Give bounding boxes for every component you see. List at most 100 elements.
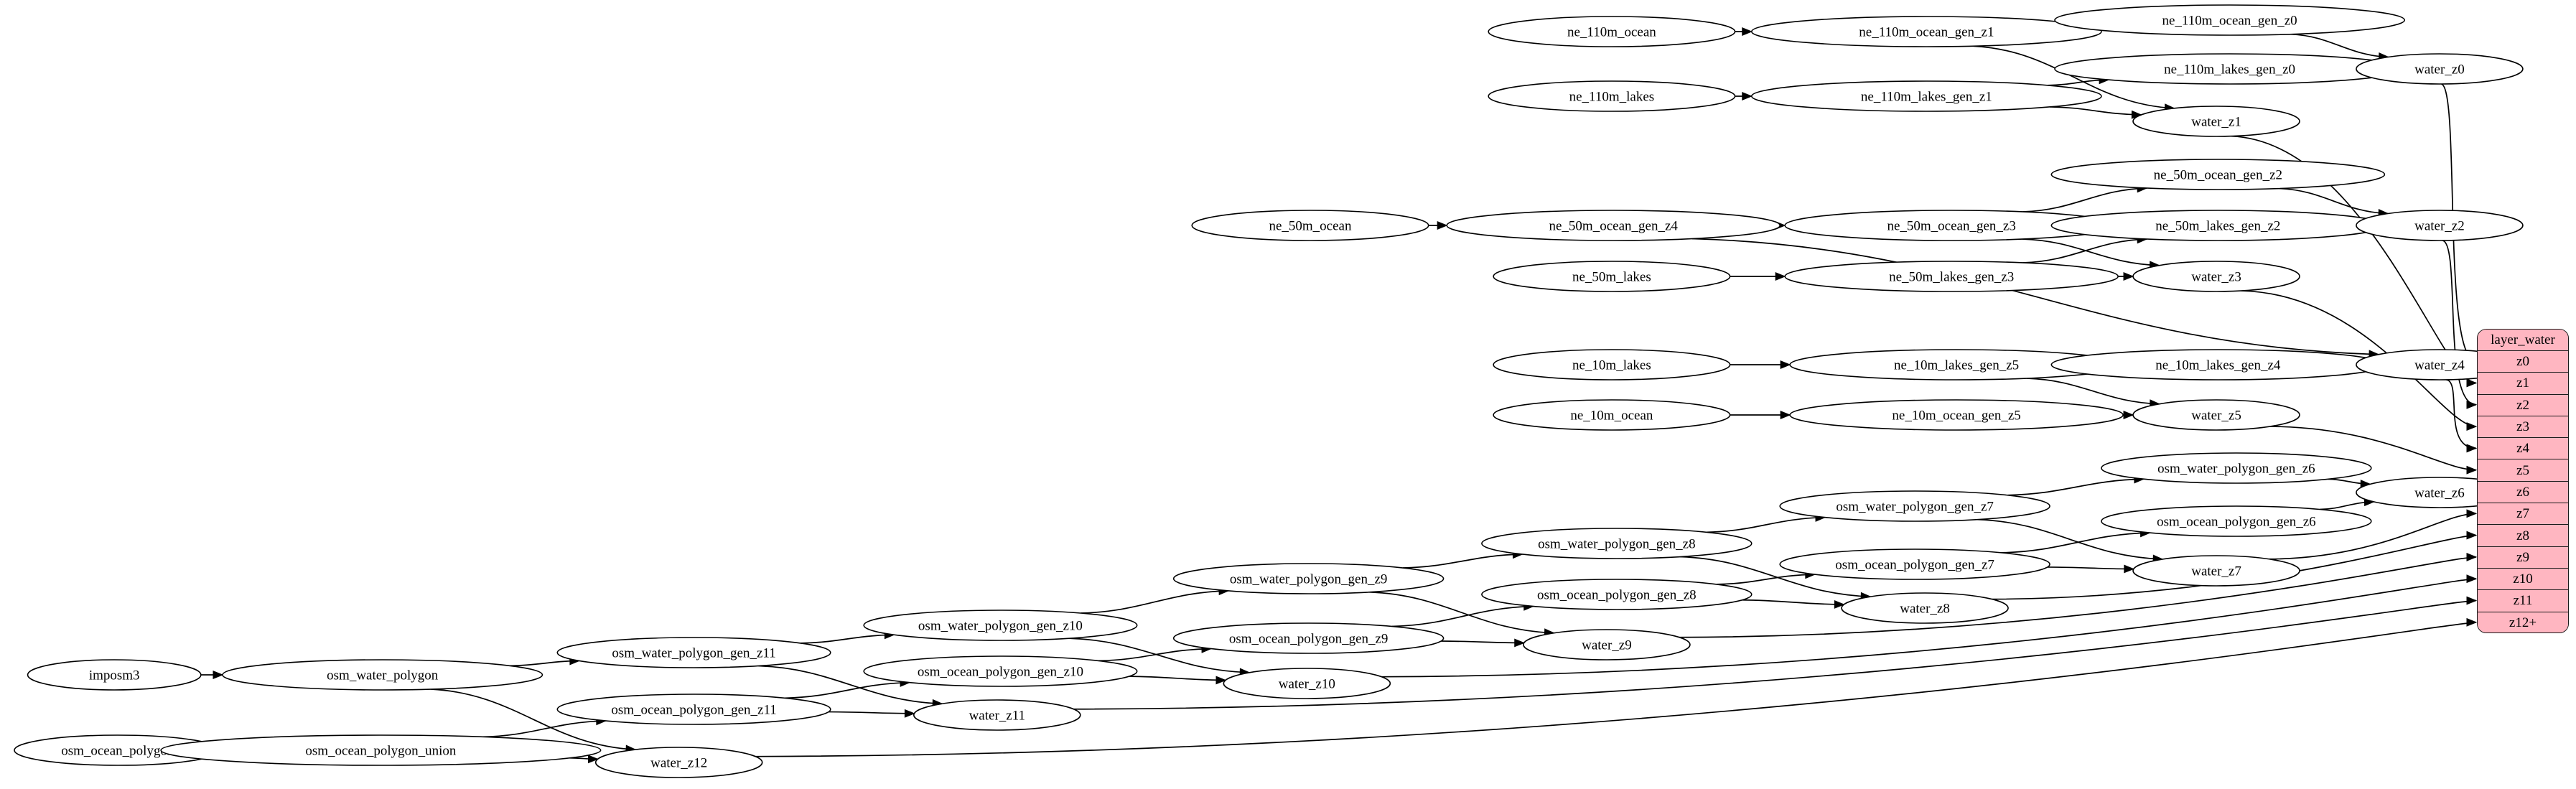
graph-node-osm_ocean_polygon_gen_z8[interactable]: osm_ocean_polygon_gen_z8 (1481, 579, 1753, 610)
graph-node-osm_water_polygon_gen_z8[interactable]: osm_water_polygon_gen_z8 (1481, 528, 1753, 559)
node-label: ne_50m_lakes (1572, 270, 1651, 285)
graph-node-ne_50m_ocean_gen_z2[interactable]: ne_50m_ocean_gen_z2 (2050, 159, 2386, 190)
graph-node-ne_110m_ocean[interactable]: ne_110m_ocean (1488, 16, 1736, 47)
graph-node-ne_10m_lakes_gen_z5[interactable]: ne_10m_lakes_gen_z5 (1789, 349, 2124, 381)
node-label: water_z12 (650, 756, 707, 771)
graph-node-water_z5[interactable]: water_z5 (2132, 399, 2300, 431)
graph-node-ne_110m_lakes_gen_z1[interactable]: ne_110m_lakes_gen_z1 (1750, 80, 2102, 112)
edge (510, 660, 579, 667)
record-row-z2[interactable]: z2 (2478, 394, 2568, 416)
node-shape (1481, 528, 1753, 559)
graph-node-water_z1[interactable]: water_z1 (2132, 106, 2300, 137)
graph-node-osm_water_polygon_gen_z11[interactable]: osm_water_polygon_gen_z11 (556, 637, 831, 668)
graph-node-water_z11[interactable]: water_z11 (913, 699, 1081, 731)
edge (1129, 676, 1226, 681)
node-shape (1523, 629, 1691, 660)
graph-node-ne_10m_lakes[interactable]: ne_10m_lakes (1493, 349, 1731, 381)
node-label: ne_50m_ocean_gen_z2 (2154, 168, 2282, 183)
node-shape (2356, 53, 2524, 85)
graph-node-osm_water_polygon_gen_z6[interactable]: osm_water_polygon_gen_z6 (2101, 452, 2372, 484)
graph-node-osm_ocean_polygon_gen_z10[interactable]: osm_ocean_polygon_gen_z10 (863, 655, 1138, 687)
node-label: water_z1 (2191, 115, 2241, 130)
record-row-z8[interactable]: z8 (2478, 525, 2568, 547)
record-row-z5[interactable]: z5 (2478, 459, 2568, 482)
graph-node-ne_50m_lakes_gen_z3[interactable]: ne_50m_lakes_gen_z3 (1784, 261, 2119, 292)
record-row-z7[interactable]: z7 (2478, 503, 2568, 526)
record-row-z0[interactable]: z0 (2478, 351, 2568, 373)
node-shape (2054, 4, 2406, 36)
graph-node-water_z10[interactable]: water_z10 (1223, 668, 1391, 699)
record-row-z3[interactable]: z3 (2478, 416, 2568, 439)
record-row-z1[interactable]: z1 (2478, 373, 2568, 395)
node-label: osm_ocean_polygon_gen_z6 (2157, 515, 2316, 530)
edge (2290, 33, 2389, 58)
graph-node-osm_water_polygon_gen_z9[interactable]: osm_water_polygon_gen_z9 (1172, 563, 1445, 594)
record-title: layer_water (2478, 330, 2568, 351)
graph-node-ne_50m_lakes_gen_z2[interactable]: ne_50m_lakes_gen_z2 (2050, 210, 2386, 241)
graph-node-osm_ocean_polygon_gen_z11[interactable]: osm_ocean_polygon_gen_z11 (556, 694, 831, 725)
graph-node-ne_110m_ocean_gen_z1[interactable]: ne_110m_ocean_gen_z1 (1750, 16, 2102, 47)
record-row-z4[interactable]: z4 (2478, 438, 2568, 460)
edge (1977, 518, 2163, 560)
graph-node-osm_water_polygon_gen_z10[interactable]: osm_water_polygon_gen_z10 (863, 610, 1138, 641)
graph-node-water_z8[interactable]: water_z8 (1841, 592, 2009, 624)
node-label: ne_110m_lakes (1569, 90, 1655, 105)
graph-node-ne_10m_ocean[interactable]: ne_10m_ocean (1493, 399, 1731, 431)
graph-node-ne_110m_lakes_gen_z0[interactable]: ne_110m_lakes_gen_z0 (2054, 53, 2406, 85)
graph-node-osm_water_polygon_gen_z7[interactable]: osm_water_polygon_gen_z7 (1779, 490, 2050, 522)
node-shape (1191, 210, 1429, 241)
record-row-z11[interactable]: z11 (2478, 590, 2568, 612)
edge-arrowhead (1215, 676, 1227, 685)
graph-node-imposm3[interactable]: imposm3 (27, 659, 202, 691)
node-label: ne_10m_lakes (1572, 358, 1651, 373)
edge-arrowhead (2466, 378, 2478, 388)
graph-node-ne_110m_lakes[interactable]: ne_110m_lakes (1488, 80, 1736, 112)
graph-node-ne_50m_ocean[interactable]: ne_50m_ocean (1191, 210, 1429, 241)
graph-node-osm_ocean_polygon_gen_z9[interactable]: osm_ocean_polygon_gen_z9 (1172, 622, 1445, 654)
graph-node-osm_ocean_polygon_gen_z6[interactable]: osm_ocean_polygon_gen_z6 (2101, 505, 2372, 537)
edge (1742, 599, 1844, 605)
edge (2022, 238, 2147, 263)
graph-node-water_z0[interactable]: water_z0 (2356, 53, 2524, 85)
edge-arrowhead (1742, 27, 1753, 36)
graph-node-water_z3[interactable]: water_z3 (2132, 261, 2300, 292)
graph-node-osm_ocean_polygon[interactable]: osm_ocean_polygon (14, 734, 222, 766)
node-shape (913, 699, 1081, 731)
node-label: ne_50m_lakes_gen_z3 (1889, 270, 2014, 285)
edge-to-record-z10 (1381, 578, 2477, 678)
nodes-layer: imposm3 osm_water_polygon osm_ocean_polygo… (14, 4, 2524, 778)
graph-node-osm_ocean_polygon_union[interactable]: osm_ocean_polygon_union (160, 734, 602, 766)
node-label: water_z3 (2191, 270, 2241, 285)
graph-node-ne_50m_ocean_gen_z3[interactable]: ne_50m_ocean_gen_z3 (1784, 210, 2119, 241)
node-shape (863, 610, 1138, 641)
edge-arrowhead (2466, 444, 2478, 453)
edge (1441, 640, 1524, 644)
graph-node-water_z7[interactable]: water_z7 (2132, 555, 2300, 587)
graph-node-ne_50m_ocean_gen_z4[interactable]: ne_50m_ocean_gen_z4 (1446, 210, 1781, 241)
record-row-z9[interactable]: z9 (2478, 546, 2568, 569)
graph-node-water_z12[interactable]: water_z12 (594, 747, 763, 778)
graph-node-ne_110m_ocean_gen_z0[interactable]: ne_110m_ocean_gen_z0 (2054, 4, 2406, 36)
graph-node-water_z9[interactable]: water_z9 (1523, 629, 1691, 660)
record-row-z12plus[interactable]: z12+ (2478, 612, 2568, 632)
node-shape (1750, 16, 2102, 47)
graph-node-ne_10m_lakes_gen_z4[interactable]: ne_10m_lakes_gen_z4 (2050, 349, 2386, 381)
graph-node-water_z2[interactable]: water_z2 (2356, 210, 2524, 241)
edge-arrowhead (587, 755, 599, 764)
node-label: ne_10m_lakes_gen_z4 (2155, 358, 2281, 373)
node-label: water_z4 (2414, 358, 2465, 373)
edge (1680, 556, 1871, 597)
edge-arrowhead (2466, 552, 2478, 561)
record-row-z6[interactable]: z6 (2478, 481, 2568, 504)
record-row-z10[interactable]: z10 (2478, 568, 2568, 591)
graph-node-ne_50m_lakes[interactable]: ne_50m_lakes (1493, 261, 1731, 292)
graph-node-osm_ocean_polygon_gen_z7[interactable]: osm_ocean_polygon_gen_z7 (1779, 548, 2050, 580)
graph-node-osm_water_polygon[interactable]: osm_water_polygon (222, 659, 543, 691)
node-shape (1493, 261, 1731, 292)
graph-node-ne_10m_ocean_gen_z5[interactable]: ne_10m_ocean_gen_z5 (1789, 399, 2124, 431)
node-label: osm_water_polygon_gen_z8 (1538, 537, 1696, 552)
edge (2007, 478, 2144, 496)
edge-arrowhead (1437, 221, 1448, 230)
